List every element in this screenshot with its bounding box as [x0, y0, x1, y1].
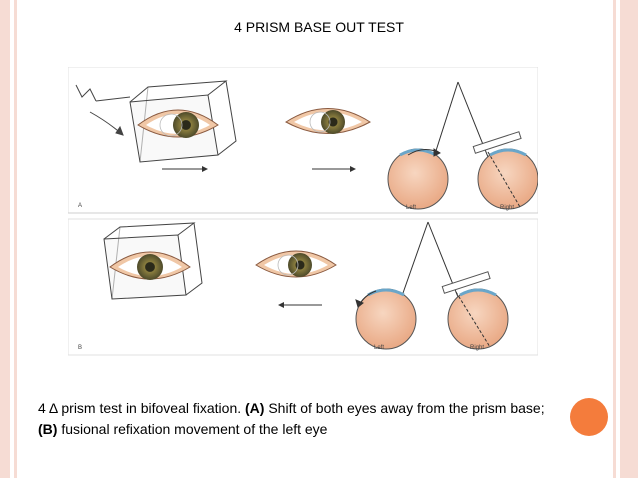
eye-illustration-b1	[109, 251, 191, 280]
eye-label-right-b: Right	[470, 345, 484, 351]
eye-illustration-b2	[255, 250, 337, 278]
caption-text-b: fusional refixation movement of the left…	[57, 421, 328, 437]
direction-arrow-a2	[312, 166, 356, 172]
slide-title: 4 PRISM BASE OUT TEST	[234, 19, 404, 35]
caption-prefix: 4 Δ prism test in bifoveal fixation.	[38, 400, 246, 416]
eye-label-left-a: Left	[406, 205, 416, 211]
slide-border-right-thin	[613, 0, 616, 478]
eye-label-right-a: Right	[500, 205, 514, 211]
panel-tag-b: B	[78, 345, 82, 351]
prism-test-figure: A Left Right B Left Right	[68, 67, 538, 356]
schematic-eyes-b	[355, 221, 509, 350]
slide-border-left-thin	[14, 0, 17, 478]
eye-illustration-a1	[137, 109, 219, 138]
direction-arrow-b	[278, 302, 322, 308]
panel-a	[68, 67, 538, 214]
eye-illustration-a2	[285, 108, 371, 134]
slide-border-left	[0, 0, 10, 478]
prism-indicator-a	[75, 84, 131, 136]
figure-caption: 4 Δ prism test in bifoveal fixation. (A)…	[38, 398, 558, 440]
panel-tag-a: A	[78, 203, 82, 209]
caption-text-a: Shift of both eyes away from the prism b…	[264, 400, 545, 416]
direction-arrow-a1	[162, 166, 208, 172]
accent-dot	[570, 398, 608, 436]
caption-label-a: (A)	[245, 400, 265, 416]
slide-border-right	[620, 0, 638, 478]
eye-label-left-b: Left	[374, 345, 384, 351]
caption-label-b: (B)	[38, 421, 58, 437]
schematic-eyes-a	[387, 81, 538, 210]
